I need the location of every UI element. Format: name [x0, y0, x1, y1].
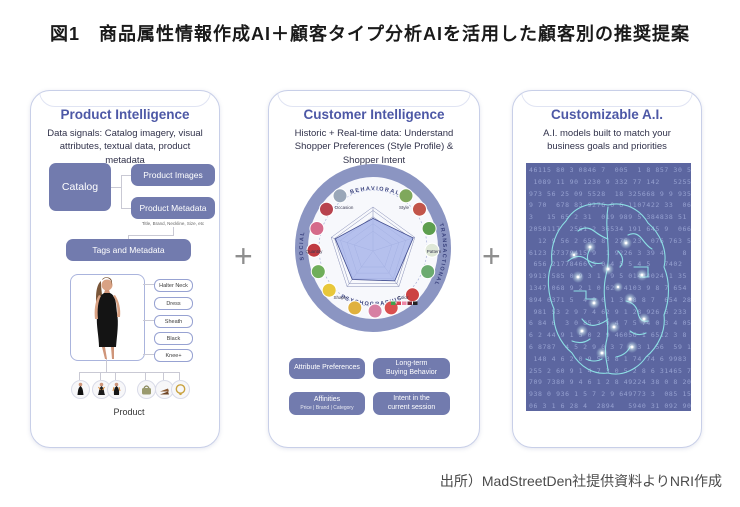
metadata-note: Title, Brand, Neckline, Size, etc [141, 221, 205, 226]
long-term-buying-button: Long-term Buying Behavior [373, 358, 450, 379]
connector-line [145, 372, 146, 380]
axis-pattern: Pattern [427, 249, 442, 254]
connector-line [79, 372, 179, 373]
ring-label-social: SOCIAL [299, 230, 307, 260]
button-subtext: Price | Brand | Category [300, 405, 354, 412]
card-product-intelligence: Product Intelligence Data signals: Catal… [30, 90, 220, 448]
tags-and-metadata-box: Tags and Metadata [66, 239, 191, 261]
source-caption: 出所）MadStreetDen社提供資料よりNRI作成 [439, 473, 722, 489]
connector-line [106, 359, 107, 372]
card-customizable-ai: Customizable A.I. A.I. models built to m… [512, 90, 702, 448]
connector-line [79, 372, 80, 380]
button-label: Affinities [313, 395, 341, 403]
shopper-photo-thumbnails [306, 188, 440, 319]
attribute-preferences-button: Attribute Preferences [289, 358, 365, 379]
custom-ai-card-title: Customizable A.I. [550, 107, 663, 122]
connector-line [111, 187, 121, 188]
shoes-thumb [155, 380, 174, 399]
radar-data-polygon [334, 217, 414, 282]
tag-sheath: Sheath [154, 315, 193, 328]
connector-line [121, 175, 122, 208]
color-swatches [391, 301, 418, 305]
product-images-box: Product Images [131, 164, 215, 186]
connector-line [143, 320, 154, 321]
product-card-subtitle: Data signals: Catalog imagery, visual at… [47, 128, 203, 166]
connector-line [128, 235, 129, 239]
catalog-box: Catalog [49, 163, 111, 211]
tag-knee: Knee+ [154, 349, 193, 362]
figure-title: 図1 商品属性情報作成AI＋顧客タイプ分析AIを活用した顧客別の推奨提案 [49, 24, 690, 44]
necklace-thumb [171, 380, 190, 399]
connector-line [128, 235, 174, 236]
tag-dress: Dress [154, 297, 193, 310]
affinities-button: Affinities Price | Brand | Category [289, 392, 365, 415]
product-label: Product [113, 407, 145, 417]
tag-halter-neck: Halter Neck [154, 279, 193, 292]
connector-line [115, 372, 116, 380]
customer-card-title: Customer Intelligence [303, 107, 445, 122]
product-metadata-box: Product Metadata [131, 197, 215, 219]
card-customer-intelligence: Customer Intelligence Historic + Real-ti… [268, 90, 480, 448]
connector-line [143, 354, 154, 355]
connector-line [179, 372, 180, 380]
session-intent-button: Intent in the current session [373, 392, 450, 415]
dress-thumb-3 [107, 380, 126, 399]
ring-label-behavioral: BEHAVIORAL [349, 186, 401, 197]
axis-quantity: Quantity [306, 249, 324, 254]
custom-ai-card-subtitle: A.I. models built to match your business… [543, 128, 671, 153]
tag-black: Black [154, 332, 193, 345]
axis-style: Style [399, 205, 410, 210]
dress-thumb-1 [71, 380, 90, 399]
dress-illustration [94, 277, 121, 359]
dress-thumb-2 [92, 380, 111, 399]
button-label: Intent in the current session [387, 394, 436, 411]
brain-glow-nodes [569, 237, 650, 359]
customer-card-subtitle: Historic + Real-time data: Understand Sh… [294, 128, 454, 166]
connector-line [143, 284, 154, 285]
connector-line [100, 372, 101, 380]
connector-line [121, 208, 131, 209]
axis-occasion: Occasion [335, 205, 354, 210]
axis-shape: Shape [333, 295, 347, 300]
plus-sign-2: + [482, 238, 501, 274]
ai-brain-panel: 46115 80 3 0846 7 005 1 8 857 30 52 1089… [526, 163, 691, 411]
connector-line [173, 227, 174, 235]
button-label: Attribute Preferences [294, 364, 360, 372]
dress-photo [70, 274, 145, 361]
connector-line [121, 175, 131, 176]
style-profile-radar: BEHAVIORAL TRANSACTIONAL PSYCHOGRAPHIC S… [295, 164, 451, 332]
product-card-title: Product Intelligence [60, 107, 190, 122]
plus-sign-1: + [234, 238, 253, 274]
button-label: Long-term Buying Behavior [386, 359, 437, 376]
bag-thumb [137, 380, 156, 399]
circuit-brain-icon [547, 203, 670, 375]
connector-line [163, 372, 164, 380]
axis-color: Color [398, 295, 409, 300]
